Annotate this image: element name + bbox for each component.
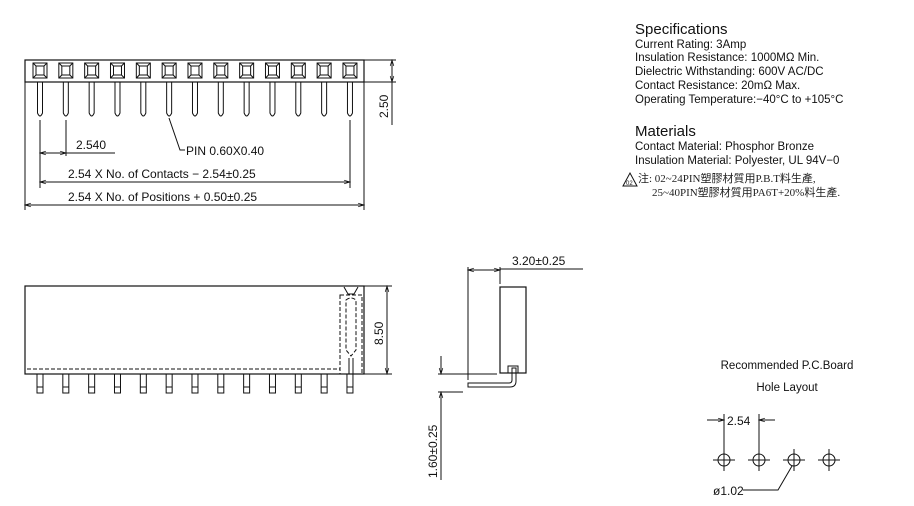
side-view-body bbox=[499, 286, 527, 374]
contact-square bbox=[290, 62, 306, 79]
pin bbox=[321, 82, 328, 117]
pin-label: PIN 0.60X0.40 bbox=[186, 144, 264, 158]
contact-square bbox=[316, 62, 332, 79]
contact-square bbox=[32, 62, 48, 79]
top-contact bbox=[161, 62, 177, 117]
top-view: 2.50 2.540 PIN 0.60X0.40 2.54 X No. of C… bbox=[25, 60, 396, 210]
front-pin bbox=[113, 373, 121, 394]
front-pin bbox=[88, 373, 96, 394]
pcb-hole bbox=[748, 449, 770, 471]
pin bbox=[37, 82, 43, 117]
top-contact bbox=[32, 62, 48, 117]
pin bbox=[62, 82, 69, 117]
pin bbox=[295, 82, 302, 117]
front-pin bbox=[243, 373, 251, 394]
side-view: 3.20±0.25 1.60±0.25 bbox=[426, 254, 583, 480]
spec-line: Insulation Resistance: 1000MΩ Min. bbox=[635, 52, 819, 64]
spec-line: Current Rating: 3Amp bbox=[635, 39, 746, 51]
hole-leader bbox=[743, 465, 793, 491]
top-contact bbox=[213, 62, 229, 117]
pcb-hole-layout: Recommended P.C.Board Hole Layout 2.54 ø… bbox=[707, 360, 853, 498]
side-pin bbox=[467, 367, 517, 388]
specifications-title: Specifications bbox=[635, 21, 728, 38]
spec-line: Operating Temperature:−40°C to +105°C bbox=[635, 94, 843, 106]
pin bbox=[269, 82, 276, 117]
contact-square bbox=[161, 62, 177, 79]
front-pin bbox=[62, 373, 70, 394]
front-pin bbox=[217, 373, 225, 394]
contact-section bbox=[339, 286, 363, 375]
pin bbox=[191, 82, 198, 117]
specifications-block: Specifications Current Rating: 3Amp Insu… bbox=[622, 21, 843, 199]
revision-triangle-icon: 02 bbox=[622, 171, 638, 187]
contact-square bbox=[58, 62, 74, 79]
contact-square bbox=[213, 62, 229, 79]
spec-line: Dielectric Withstanding: 600V AC/DC bbox=[635, 66, 824, 78]
front-pin bbox=[165, 373, 173, 394]
contacts-dim-label: 2.54 X No. of Contacts − 2.54±0.25 bbox=[68, 167, 256, 181]
top-contact bbox=[290, 62, 306, 117]
height-dim-label: 8.50 bbox=[372, 321, 386, 345]
pin bbox=[346, 82, 353, 117]
top-contact bbox=[239, 62, 255, 117]
material-line: Contact Material: Phosphor Bronze bbox=[635, 141, 814, 153]
front-pin bbox=[36, 373, 44, 394]
pin bbox=[217, 82, 224, 117]
contact-square bbox=[135, 62, 151, 79]
pitch-dim-label: 2.540 bbox=[76, 138, 106, 152]
front-pin bbox=[191, 373, 199, 394]
front-pin bbox=[294, 373, 302, 394]
top-contact bbox=[58, 62, 74, 117]
pin bbox=[114, 82, 121, 117]
hole-dim-label: ø1.02 bbox=[713, 484, 744, 498]
top-contact bbox=[84, 62, 100, 117]
top-contact bbox=[342, 62, 358, 117]
contact-square bbox=[342, 62, 358, 79]
front-pin bbox=[320, 373, 328, 394]
spec-line: Contact Resistance: 20mΩ Max. bbox=[635, 80, 800, 92]
contact-square bbox=[187, 62, 203, 79]
material-note: 注: 02~24PIN塑膠材質用P.B.T料生產, bbox=[638, 171, 816, 185]
front-pin bbox=[346, 373, 354, 394]
top-contact bbox=[135, 62, 151, 117]
top-contact bbox=[264, 62, 280, 117]
contact-square bbox=[84, 62, 100, 79]
top-contact bbox=[187, 62, 203, 117]
pin bbox=[88, 82, 95, 117]
pin-dim-label: 1.60±0.25 bbox=[426, 424, 440, 478]
material-line: Insulation Material: Polyester, UL 94V−0 bbox=[635, 155, 839, 167]
contact-square bbox=[239, 62, 255, 79]
pin bbox=[140, 82, 147, 117]
pcb-hole bbox=[818, 449, 840, 471]
pcb-hole bbox=[713, 449, 735, 471]
contact-square bbox=[264, 62, 280, 79]
pcb-hole bbox=[783, 449, 805, 471]
front-view-body bbox=[24, 285, 365, 375]
materials-title: Materials bbox=[635, 123, 696, 140]
positions-dim-label: 2.54 X No. of Positions + 0.50±0.25 bbox=[68, 190, 257, 204]
top-contact bbox=[109, 62, 125, 117]
pcb-pitch-label: 2.54 bbox=[727, 414, 751, 428]
svg-text:02: 02 bbox=[626, 181, 633, 187]
contact-square bbox=[109, 62, 125, 79]
front-pin bbox=[139, 373, 147, 394]
top-contact bbox=[316, 62, 332, 117]
pin-leader bbox=[168, 117, 185, 151]
front-view: 8.50 bbox=[24, 285, 392, 394]
material-note: 25~40PIN塑膠材質用PA6T+20%料生產. bbox=[652, 185, 840, 199]
width-dim-label: 3.20±0.25 bbox=[512, 254, 566, 268]
height-dim-label: 2.50 bbox=[377, 94, 391, 118]
pcb-title-line1: Recommended P.C.Board bbox=[721, 360, 854, 372]
top-view-body bbox=[24, 59, 365, 83]
pcb-title-line2: Hole Layout bbox=[756, 382, 818, 394]
pin bbox=[243, 82, 250, 117]
pin bbox=[166, 82, 173, 117]
front-pin bbox=[268, 373, 276, 394]
